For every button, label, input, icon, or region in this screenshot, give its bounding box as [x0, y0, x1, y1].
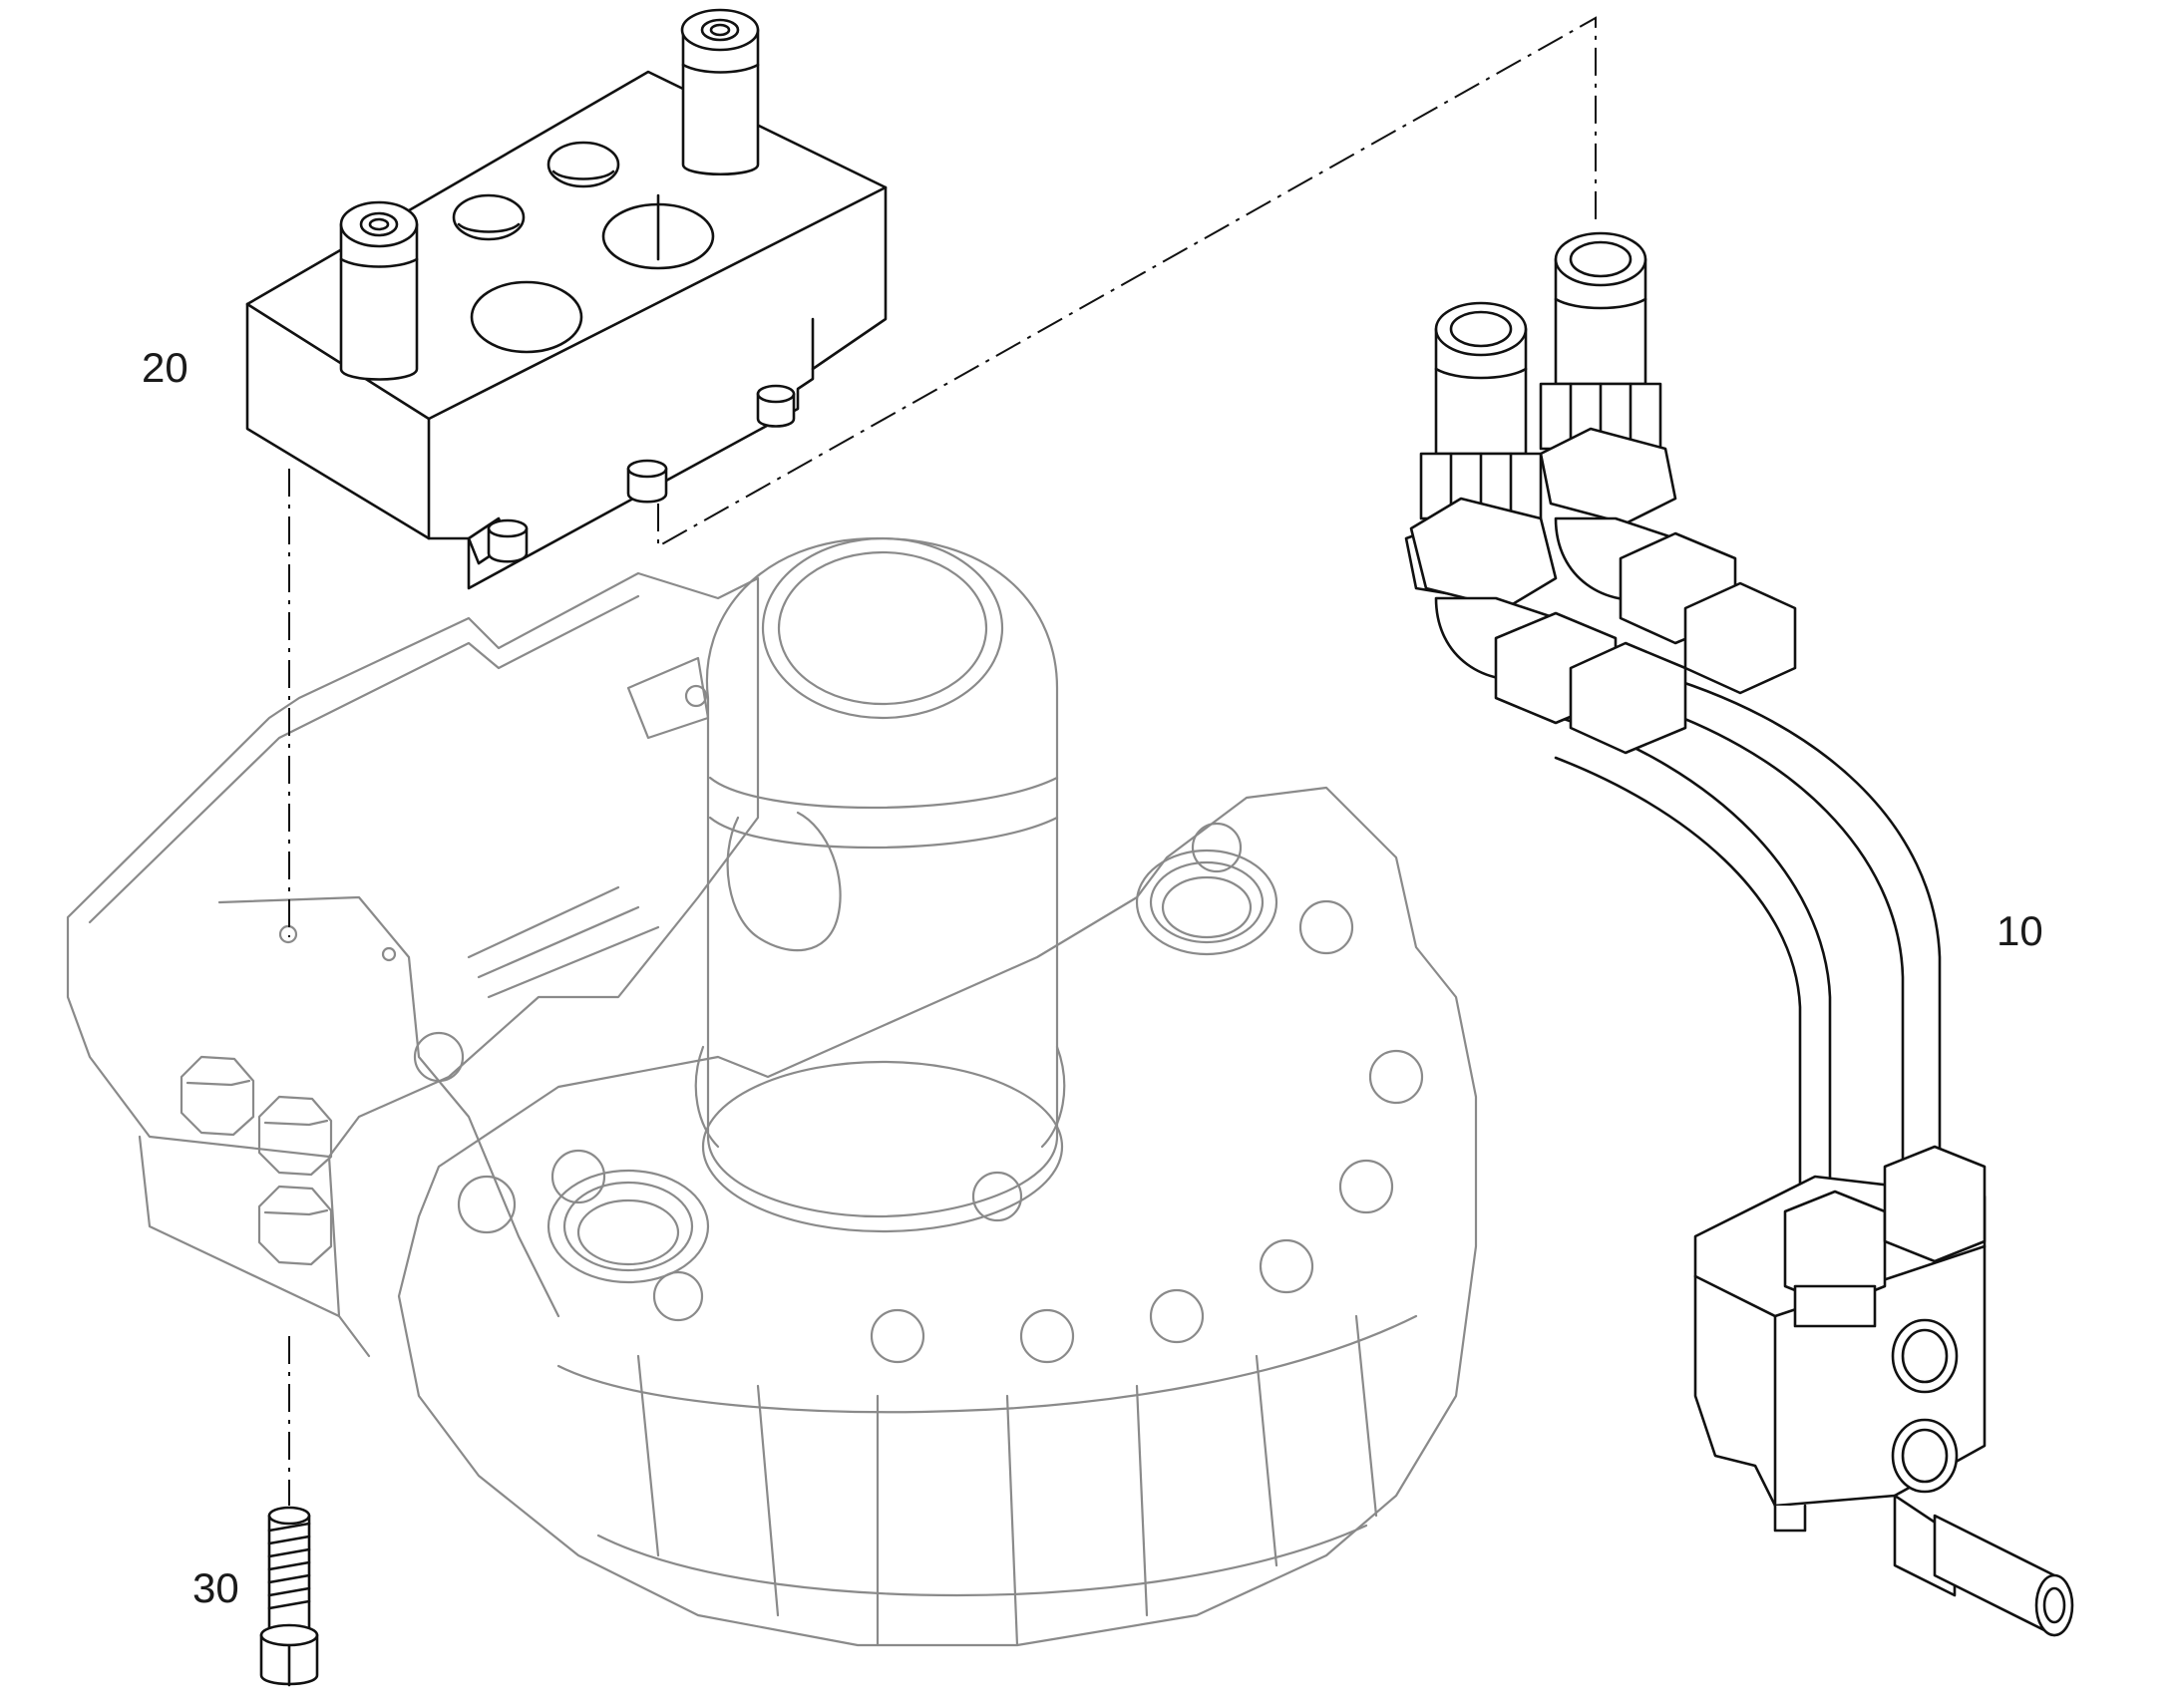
- assembly-centerlines: [288, 16, 1597, 1506]
- callout-part-20: 20: [142, 344, 188, 391]
- cap-screw-part-30: [259, 1506, 319, 1687]
- bracket-bolt: [257, 1185, 333, 1266]
- bracket-bolt: [257, 1095, 333, 1177]
- callout-part-10: 10: [1997, 907, 2043, 954]
- pipe-assembly-part-10: [1404, 231, 2074, 1637]
- bracket-bolt: [180, 1055, 255, 1137]
- valve-block-part-20: [245, 8, 888, 590]
- callout-part-30: 30: [192, 1564, 239, 1611]
- transmission-housing-ghost: [66, 536, 1478, 1647]
